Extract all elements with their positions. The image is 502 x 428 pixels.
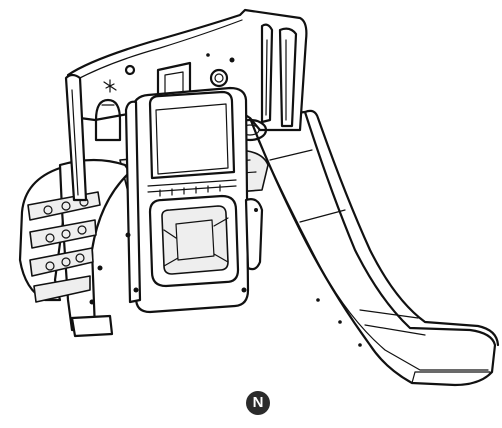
slide	[248, 109, 500, 387]
figure-label-badge: N	[246, 391, 270, 415]
front-tower	[124, 86, 250, 314]
side-connector	[244, 198, 264, 271]
left-side-panel	[64, 73, 88, 202]
stairs	[18, 158, 132, 338]
